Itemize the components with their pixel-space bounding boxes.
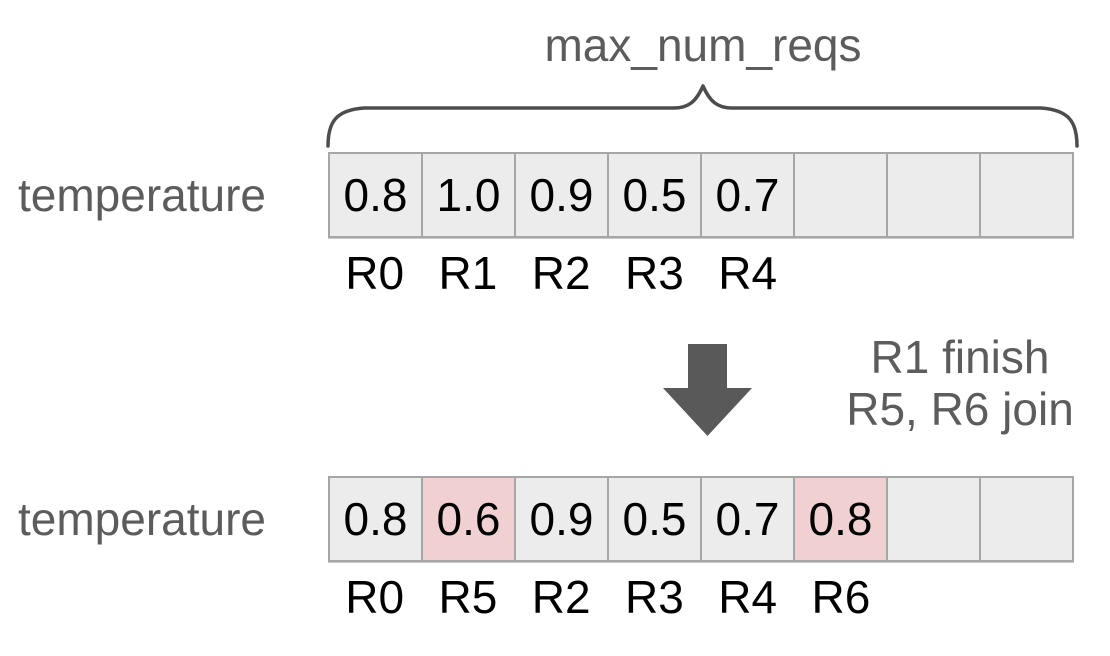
before-request-labels: R0 R1 R2 R3 R4	[328, 250, 1074, 296]
array-cell: 0.5	[609, 478, 702, 560]
transition-note-line: R1 finish	[870, 331, 1050, 383]
request-label: R1	[438, 247, 498, 299]
request-label: R4	[718, 247, 778, 299]
array-cell: 0.9	[516, 154, 609, 236]
before-row-label: temperature	[18, 169, 267, 221]
array-cell	[981, 154, 1072, 236]
request-label: R3	[624, 247, 684, 299]
after-row-label: temperature	[18, 493, 267, 545]
transition-note: R1 finish R5, R6 join	[810, 331, 1110, 435]
array-cell: 0.8	[330, 478, 423, 560]
request-label	[888, 250, 981, 296]
request-label: R0	[345, 247, 405, 299]
request-label: R4	[718, 571, 778, 623]
array-cell	[981, 478, 1072, 560]
array-cell: 0.9	[516, 478, 609, 560]
array-cell: 0.6	[423, 478, 516, 560]
request-label	[794, 250, 887, 296]
array-cell	[795, 154, 888, 236]
array-cell: 1.0	[423, 154, 516, 236]
array-cell: 0.7	[702, 478, 795, 560]
request-label: R2	[531, 247, 591, 299]
array-cell	[888, 478, 981, 560]
array-cell: 0.5	[609, 154, 702, 236]
request-label: R0	[345, 571, 405, 623]
request-label: R5	[438, 571, 498, 623]
array-cell: 0.8	[795, 478, 888, 560]
transition-note-line: R5, R6 join	[846, 383, 1074, 435]
request-label: R6	[811, 571, 871, 623]
array-cell	[888, 154, 981, 236]
after-request-labels: R0 R5 R2 R3 R4 R6	[328, 574, 1074, 620]
request-label: R2	[531, 571, 591, 623]
after-array: 0.8 0.6 0.9 0.5 0.7 0.8	[328, 476, 1074, 562]
request-label	[981, 574, 1074, 620]
array-cell: 0.8	[330, 154, 423, 236]
array-cell: 0.7	[702, 154, 795, 236]
down-arrow-icon	[663, 344, 752, 436]
request-label: R3	[624, 571, 684, 623]
request-label	[981, 250, 1074, 296]
curly-brace	[326, 84, 1079, 148]
request-label	[888, 574, 981, 620]
max-num-reqs-label: max_num_reqs	[544, 19, 862, 71]
before-array: 0.8 1.0 0.9 0.5 0.7	[328, 152, 1074, 238]
